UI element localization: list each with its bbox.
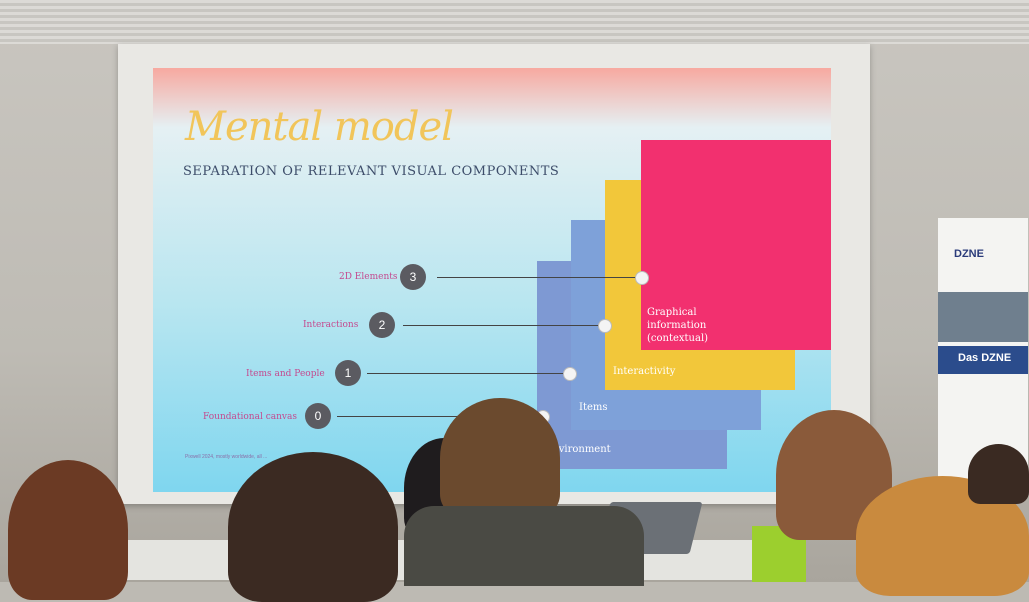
banner-heading: Das DZNE xyxy=(958,352,1012,364)
layer-number-1: 1 xyxy=(335,360,361,386)
slide-footer-note: Pixwell 2024, mostly worldwide, all ... xyxy=(185,454,268,460)
connector-line-0 xyxy=(337,416,537,417)
ceiling xyxy=(0,0,1029,44)
dzne-banner: DZNE Das DZNE xyxy=(938,218,1028,480)
layer-label-3: 2D Elements xyxy=(339,272,398,282)
audience-head-1 xyxy=(8,460,128,600)
layer-graphical xyxy=(641,140,831,350)
connector-dot-1 xyxy=(563,367,577,381)
audience-head-7 xyxy=(968,444,1029,504)
layer-label-2: Interactions xyxy=(303,320,359,330)
banner-logo: DZNE xyxy=(954,248,984,260)
audience-shirt-4 xyxy=(404,506,644,586)
banner-heading-bar xyxy=(938,346,1028,374)
connector-dot-2 xyxy=(598,319,612,333)
audience-head-4 xyxy=(440,398,560,518)
presentation-slide: Mental model SEPARATION OF RELEVANT VISU… xyxy=(153,68,831,492)
slide-subtitle: SEPARATION OF RELEVANT VISUAL COMPONENTS xyxy=(183,164,560,179)
layer-text-interactivity: Interactivity xyxy=(613,366,676,377)
layer-number-3: 3 xyxy=(400,264,426,290)
layer-label-1: Items and People xyxy=(246,369,325,379)
layer-number-2: 2 xyxy=(369,312,395,338)
layer-text-graphical: Graphical information (contextual) xyxy=(647,307,709,344)
audience-head-2 xyxy=(228,452,398,602)
slide-title: Mental model xyxy=(185,104,454,150)
connector-line-3 xyxy=(437,277,635,278)
layer-text-items: Items xyxy=(579,402,608,413)
connector-line-1 xyxy=(367,373,563,374)
layer-text-environment: Environment xyxy=(545,444,611,455)
connector-dot-3 xyxy=(635,271,649,285)
banner-photo xyxy=(938,292,1028,342)
connector-line-2 xyxy=(403,325,599,326)
layer-number-0: 0 xyxy=(305,403,331,429)
layer-label-0: Foundational canvas xyxy=(203,412,297,422)
